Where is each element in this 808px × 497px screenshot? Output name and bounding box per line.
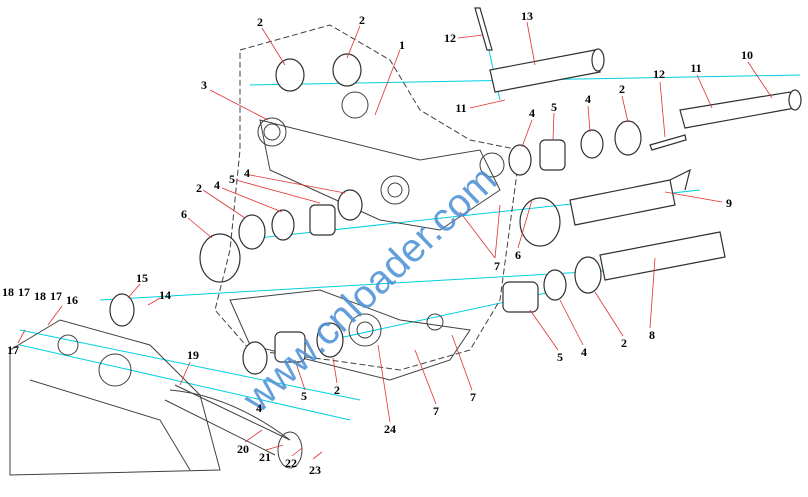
callout-label: 4 [214,178,220,192]
callout-label: 2 [196,181,202,195]
callout-label: 2 [257,15,263,29]
callout-label: 7 [470,390,476,404]
callout-label: 6 [515,248,521,262]
callout-label: 18 [2,285,14,299]
callout-label: 17 [50,289,62,303]
callout-label: 11 [690,61,702,75]
callout-label: 18 [34,289,46,303]
callout-label: 2 [619,82,625,96]
callout-label: 17 [18,285,30,299]
pins [474,7,802,281]
callout-label: 8 [649,328,655,342]
callout-label: 7 [494,259,500,273]
callout-label: 2 [621,336,627,350]
callout-label: 15 [136,271,148,285]
callout-label: 4 [585,92,591,106]
callout-label: 5 [301,389,307,403]
callout-label: 21 [259,450,271,464]
callout-label: 7 [433,404,439,418]
callout-label: 11 [455,101,467,115]
callout-label: 2 [334,383,340,397]
callout-label: 19 [187,348,199,362]
callout-label: 9 [726,196,732,210]
callout-label: 5 [557,350,563,364]
callout-label: 6 [181,207,187,221]
callout-label: 2 [359,13,365,27]
callout-label: 10 [741,48,753,62]
callout-label: 24 [384,422,396,436]
callout-label: 14 [159,288,171,302]
callout-label: 4 [581,345,587,359]
callout-label: 5 [551,100,557,114]
callout-label: 16 [66,293,78,307]
callout-label: 4 [244,166,250,180]
callout-label: 5 [229,172,235,186]
callout-label: 12 [653,67,665,81]
callout-label: 13 [521,9,533,23]
callout-label: 3 [201,78,207,92]
callout-label: 12 [444,31,456,45]
callout-label: 4 [529,106,535,120]
left-assembly [9,319,303,476]
callout-label: 23 [309,463,321,477]
callout-label: 4 [256,401,262,415]
leader-lines [17,21,773,460]
callout-label: 1 [399,38,405,52]
callout-label: 17 [7,343,19,357]
callout-label: 22 [285,456,297,470]
frame-outline [214,24,521,381]
rings-and-bushings [109,53,642,375]
axis-lines [19,9,801,421]
callout-label: 20 [237,442,249,456]
